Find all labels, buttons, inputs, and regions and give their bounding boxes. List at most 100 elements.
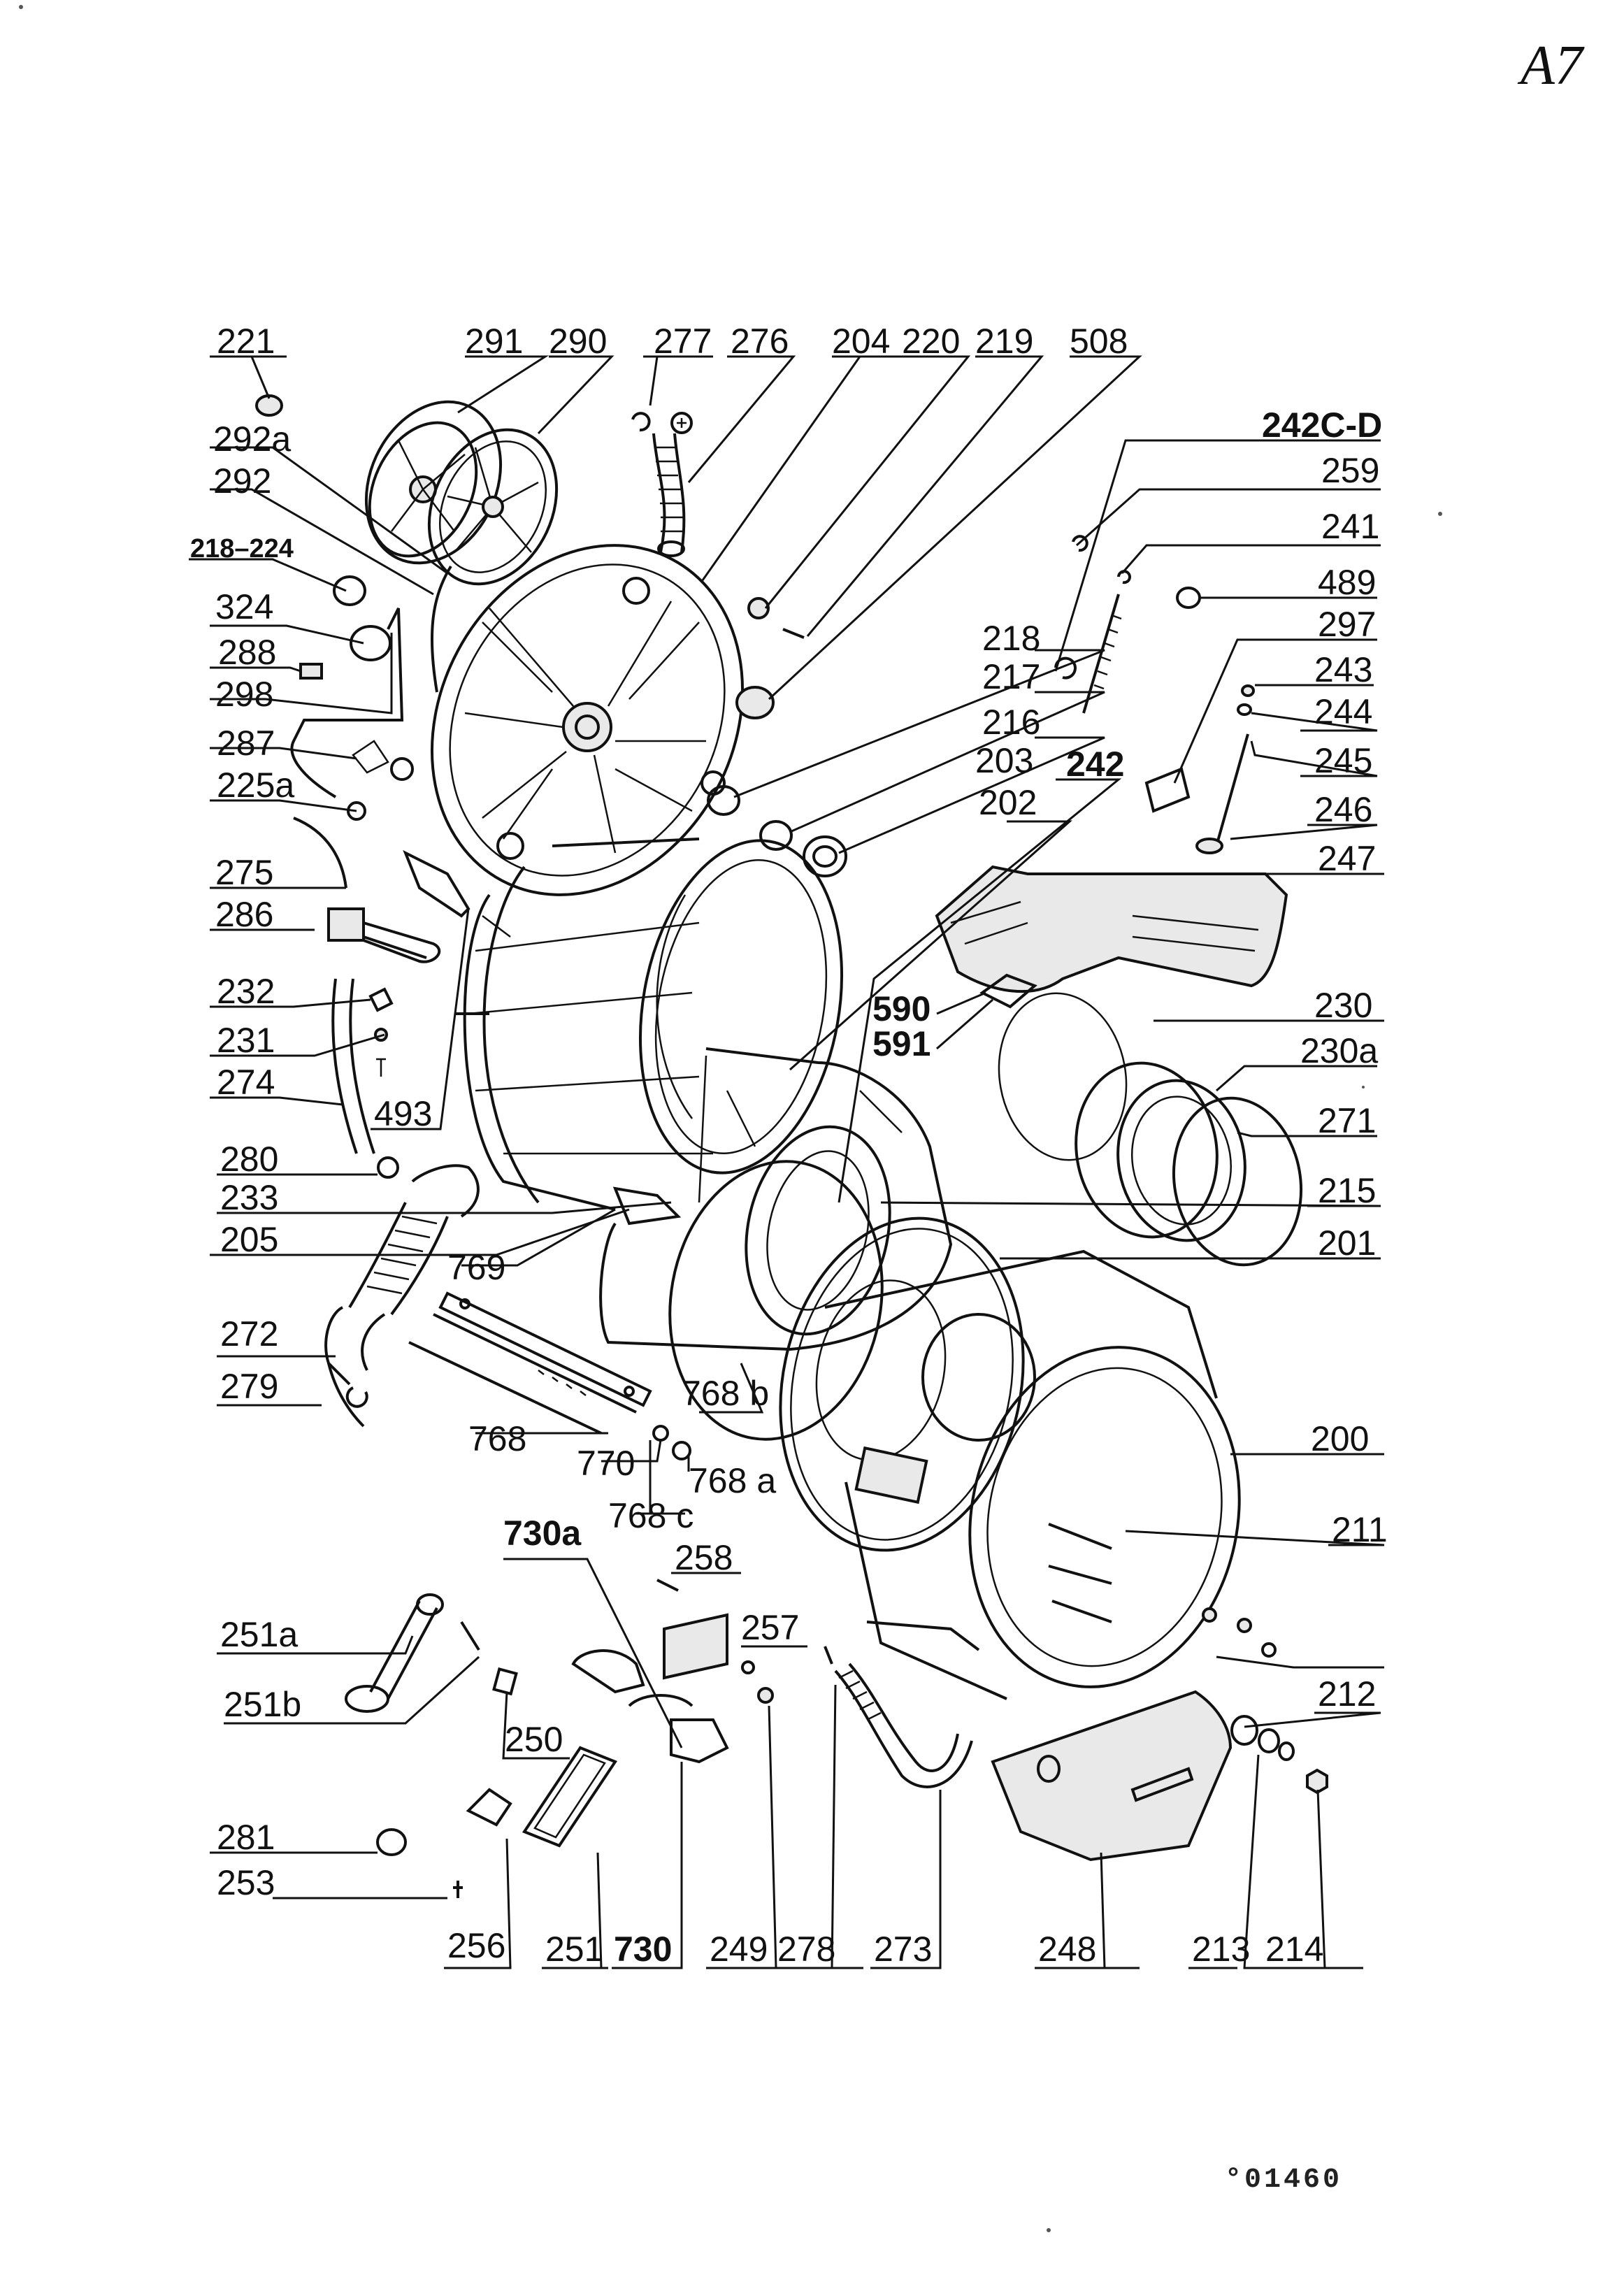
callout-242: 242 [1066,745,1124,784]
bushing-489 [1176,587,1201,609]
callout-280: 280 [220,1140,278,1179]
counterweight-248-slot [1130,1767,1194,1802]
hose-275 [293,817,347,889]
callout-246: 246 [1314,790,1372,829]
callout-241: 241 [1321,507,1379,546]
pulley-291 [364,400,503,565]
callout-493: 493 [374,1094,432,1133]
callout-220: 220 [902,322,960,361]
callout-248: 248 [1038,1930,1096,1969]
callout-278: 278 [777,1930,835,1969]
callout-244: 244 [1314,692,1372,731]
seal-216 [803,835,847,877]
washer-768a [672,1441,691,1460]
callout-286: 286 [215,895,273,934]
washer-249 [757,1687,774,1704]
callout-218-224: 218–224 [190,534,294,563]
washer-244 [1237,703,1252,716]
nut-214 [1306,1768,1328,1795]
hose-273 [834,1662,973,1788]
clamp-730 [670,1718,729,1764]
grommet-225a-b [347,801,366,821]
screw-253 [453,1881,463,1898]
nut-243 [1241,684,1255,697]
hook-241 [1117,570,1131,584]
callout-768: 768 [468,1419,526,1458]
nut-211-c [1261,1642,1277,1658]
callout-768b: 768 b [682,1374,769,1413]
callout-230a: 230a [1300,1031,1378,1070]
callout-232: 232 [217,972,275,1011]
washer-768c [652,1425,669,1442]
callout-216: 216 [982,703,1040,742]
hose-276 [631,412,693,557]
nut-220 [747,597,770,619]
callout-245: 245 [1314,741,1372,780]
callout-276: 276 [731,322,789,361]
callout-249: 249 [710,1930,768,1969]
callout-768a: 768 a [689,1461,776,1500]
callout-218: 218 [982,619,1040,658]
seal-508 [735,686,775,719]
hose-clamp-279 [345,1386,368,1408]
callout-257: 257 [741,1608,799,1647]
clip-250 [492,1667,518,1696]
bracket-257 [663,1613,728,1680]
callout-247: 247 [1318,839,1376,878]
callout-200: 200 [1311,1419,1369,1458]
callout-217: 217 [982,657,1040,696]
tub-front-201 [779,1216,1025,1552]
bracket-rear [403,849,470,918]
rail-768 [408,1291,652,1435]
heater-286 [327,907,441,963]
parts [255,394,1328,1898]
callout-251b: 251b [224,1685,301,1724]
counterweight-247-ribs [950,900,1259,952]
grommet-225a [390,757,414,781]
seal-216-inner [812,845,838,868]
bolt-251b [460,1621,480,1651]
callout-215: 215 [1318,1171,1376,1210]
callout-219: 219 [975,322,1033,361]
scan-specks [19,5,1442,2232]
callout-275: 275 [215,853,273,892]
callout-204: 204 [832,322,890,361]
cover-251 [522,1746,618,1848]
counterweight-248-hole [1037,1755,1061,1783]
nut-211-b [1237,1618,1252,1633]
callout-590: 590 [872,989,930,1028]
plate-590 [979,973,1037,1009]
gasket-215 [668,1160,884,1441]
callout-768c: 768 c [608,1496,694,1535]
arm-front [866,1621,980,1651]
callout-214: 214 [1265,1930,1323,1969]
clamp-280 [377,1156,399,1179]
callout-212: 212 [1318,1674,1376,1714]
hose-274 [331,978,358,1154]
callout-489: 489 [1318,563,1376,602]
clamp-730a-arc [628,1694,694,1707]
spring-242-coils [1093,614,1122,690]
callout-211: 211 [1332,1510,1388,1549]
bush-218-224 [333,575,366,606]
washer-213 [1258,1728,1280,1753]
callout-274: 274 [217,1063,275,1102]
callout-221: 221 [217,322,275,361]
washer-249-b [741,1660,755,1674]
callout-243: 243 [1314,650,1372,689]
rear-tub-204 [431,544,744,896]
clamp-730a [571,1649,645,1694]
callout-271: 271 [1318,1101,1376,1140]
cable-292 [431,565,452,693]
callout-272: 272 [220,1314,278,1353]
callout-202: 202 [979,783,1037,822]
washer-213-b [1278,1741,1295,1761]
bumper-281 [376,1828,407,1856]
bearing-217 [759,820,793,851]
callout-225a: 225a [217,766,294,805]
callout-292: 292 [213,461,271,501]
foot-246 [1195,838,1223,854]
callout-242cd: 242C-D [1262,405,1382,445]
rod-245 [1215,733,1249,847]
callout-730: 730 [614,1930,672,1969]
